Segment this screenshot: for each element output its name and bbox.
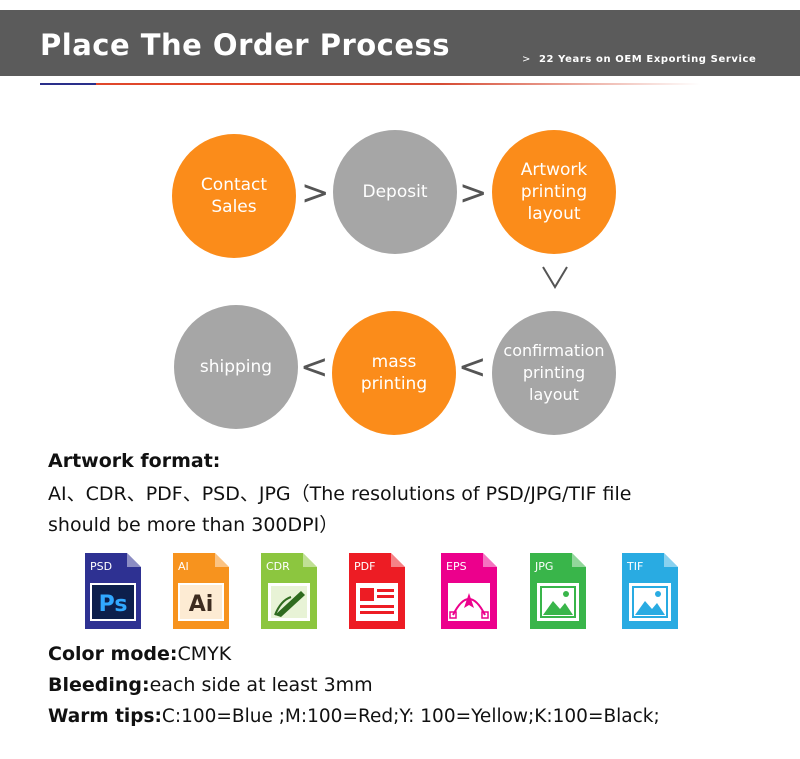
svg-text:PDF: PDF	[354, 560, 375, 573]
tif-file-icon: TIF	[622, 553, 678, 629]
color-mode-line: Color mode:CMYK	[48, 643, 231, 665]
svg-text:Ai: Ai	[189, 592, 214, 617]
cdr-file-icon: CDR	[261, 553, 317, 629]
arrow-right-icon: >	[459, 173, 488, 213]
svg-text:CDR: CDR	[266, 560, 290, 573]
color-mode-value: CMYK	[177, 643, 232, 665]
bleeding-value: each side at least 3mm	[149, 674, 373, 696]
arrow-right-icon: >	[301, 173, 330, 213]
arrow-down-icon	[540, 262, 570, 296]
arrow-left-icon: <	[458, 347, 487, 387]
step-deposit: Deposit	[333, 130, 457, 254]
bleeding-line: Bleeding:each side at least 3mm	[48, 674, 373, 696]
step-confirmation-printing-layout: confirmation printing layout	[492, 311, 616, 435]
header-subtitle: >22 Years on OEM Exporting Service	[522, 54, 756, 65]
warm-tips-label: Warm tips:	[48, 706, 162, 727]
svg-text:PSD: PSD	[90, 560, 112, 573]
warm-tips-value: C:100=Blue ;M:100=Red;Y: 100=Yellow;K:10…	[161, 706, 660, 727]
eps-file-icon: EPS	[441, 553, 497, 629]
chevron-right-icon: >	[522, 54, 531, 65]
chevron-down-icon	[542, 266, 568, 289]
accent-divider	[40, 83, 700, 85]
artwork-format-line-2: should be more than 300DPI）	[48, 514, 339, 536]
warm-tips-line: Warm tips:C:100=Blue ;M:100=Red;Y: 100=Y…	[48, 706, 660, 727]
svg-text:JPG: JPG	[534, 560, 553, 573]
step-artwork-printing-layout: Artwork printing layout	[492, 130, 616, 254]
svg-text:TIF: TIF	[626, 560, 643, 573]
page-title: Place The Order Process	[40, 28, 451, 62]
arrow-left-icon: <	[300, 347, 329, 387]
color-mode-label: Color mode:	[48, 643, 178, 665]
svg-text:Ps: Ps	[99, 592, 128, 617]
svg-text:AI: AI	[178, 560, 189, 573]
bleeding-label: Bleeding:	[48, 674, 150, 696]
artwork-format-line-1: AI、CDR、PDF、PSD、JPG（The resolutions of PS…	[48, 483, 632, 505]
ai-file-icon: AI Ai	[173, 553, 229, 629]
step-mass-printing: mass printing	[332, 311, 456, 435]
psd-file-icon: PSD Ps	[85, 553, 141, 629]
header-banner	[0, 10, 800, 76]
pdf-file-icon: PDF	[349, 553, 405, 629]
subtitle-text: 22 Years on OEM Exporting Service	[538, 54, 757, 65]
step-contact-sales: Contact Sales	[172, 134, 296, 258]
artwork-format-heading: Artwork format:	[48, 450, 221, 472]
svg-text:EPS: EPS	[446, 560, 467, 573]
step-shipping: shipping	[174, 305, 298, 429]
jpg-file-icon: JPG	[530, 553, 586, 629]
